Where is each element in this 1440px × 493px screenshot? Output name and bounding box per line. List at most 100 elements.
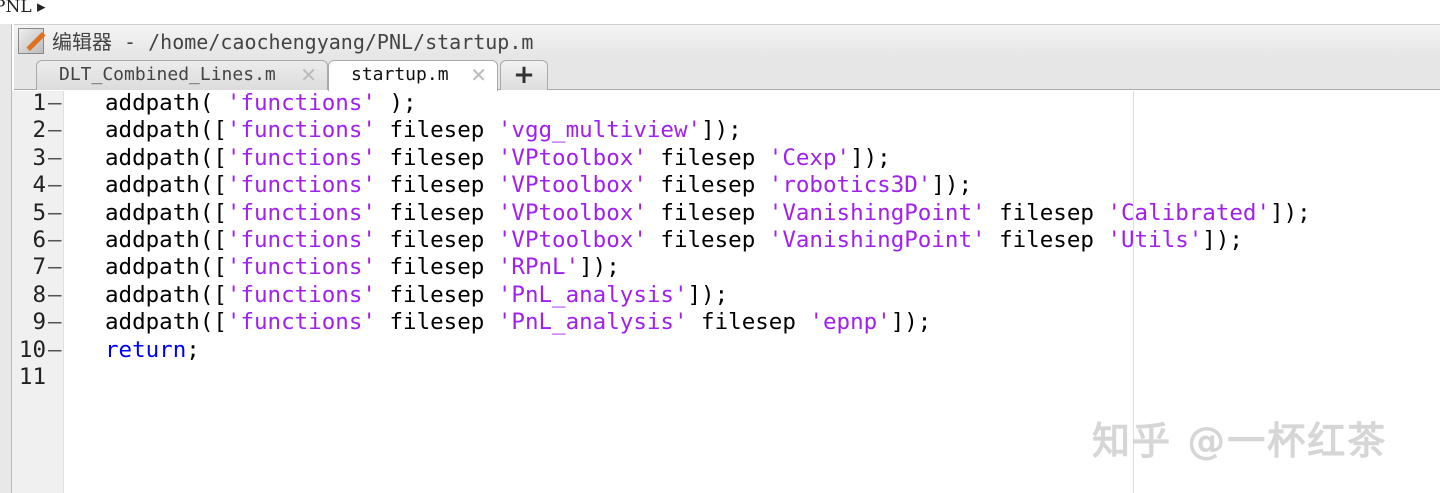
code-token: ]);: [701, 117, 742, 144]
code-editor[interactable]: [64, 91, 1440, 493]
code-text: addpath(['functions' filesep 'vgg_multiv…: [105, 117, 742, 145]
line-number: 3: [32, 144, 46, 171]
code-token: addpath([: [105, 144, 227, 171]
breakpoint-marker[interactable]: –: [48, 336, 62, 363]
editor-pencil-icon: [18, 27, 44, 54]
code-line[interactable]: 1–addpath( 'functions' );: [12, 90, 1440, 118]
left-panel-strip: [0, 24, 12, 493]
code-token: ]);: [687, 281, 729, 308]
code-line[interactable]: 9– addpath(['functions' filesep 'PnL_anal…: [12, 309, 1440, 337]
code-token: addpath([: [105, 309, 227, 336]
code-token: filesep: [646, 199, 769, 226]
code-text: addpath(['functions' filesep 'RPnL']);: [105, 254, 620, 282]
string-token: 'functions': [226, 90, 376, 116]
string-token: 'VPtoolbox': [497, 227, 647, 253]
code-token: ]);: [850, 144, 891, 171]
code-text: addpath( 'functions' );: [105, 90, 417, 118]
close-tab-icon[interactable]: ✕: [300, 63, 317, 87]
code-token: ]);: [890, 309, 932, 336]
code-token: addpath([: [105, 227, 227, 253]
code-line[interactable]: 6– addpath(['functions' filesep 'VPtoolbo…: [12, 227, 1440, 255]
code-line[interactable]: 4– addpath(['functions' filesep 'VPtoolbo…: [12, 172, 1440, 200]
code-token: addpath([: [105, 254, 227, 281]
string-token: 'VanishingPoint': [768, 227, 986, 253]
tab-dlt-combined-lines[interactable]: DLT_Combined_Lines.m✕: [36, 60, 328, 90]
line-number: 4: [32, 172, 46, 199]
code-token: filesep: [687, 309, 810, 336]
string-token: 'functions': [226, 254, 376, 281]
keyword-token: return: [105, 336, 187, 363]
line-number: 6: [32, 227, 46, 253]
breakpoint-marker[interactable]: –: [48, 199, 62, 226]
code-line[interactable]: 2– addpath(['functions' filesep 'vgg_mult…: [12, 117, 1440, 145]
breakpoint-marker[interactable]: –: [48, 309, 62, 336]
code-token: ]);: [1270, 199, 1311, 226]
code-text: addpath(['functions' filesep 'PnL_analys…: [105, 282, 728, 310]
code-line[interactable]: 5– addpath(['functions' filesep 'VPtoolbo…: [12, 200, 1440, 228]
breakpoint-marker[interactable]: –: [48, 117, 62, 144]
code-token: ]);: [579, 254, 620, 281]
watermark: 知乎 @一杯红茶: [1092, 419, 1388, 463]
editor-title: 编辑器 - /home/caochengyang/PNL/startup.m: [52, 30, 534, 54]
string-token: 'vgg_multiview': [497, 117, 702, 144]
code-token: filesep: [375, 144, 498, 171]
right-margin-line: [1133, 91, 1134, 493]
new-tab-button[interactable]: +: [500, 60, 548, 90]
string-token: 'functions': [226, 117, 376, 144]
breakpoint-marker[interactable]: –: [48, 281, 62, 308]
code-token: filesep: [375, 281, 498, 308]
string-token: 'VPtoolbox': [497, 199, 647, 226]
code-text: addpath(['functions' filesep 'VPtoolbox'…: [105, 145, 891, 173]
string-token: 'functions': [226, 309, 376, 336]
code-token: filesep: [375, 117, 498, 144]
code-token: filesep: [646, 227, 769, 253]
string-token: 'Calibrated': [1107, 199, 1271, 226]
code-line[interactable]: 10–return;: [12, 337, 1440, 365]
code-token: filesep: [985, 227, 1108, 253]
line-number: 5: [32, 199, 46, 226]
code-token: addpath(: [105, 90, 227, 116]
code-line[interactable]: 8– addpath(['functions' filesep 'PnL_anal…: [12, 282, 1440, 310]
code-token: filesep: [646, 172, 769, 199]
line-number: 8: [32, 281, 46, 308]
breakpoint-marker[interactable]: –: [48, 90, 62, 116]
code-line[interactable]: 3– addpath(['functions' filesep 'VPtoolbo…: [12, 145, 1440, 173]
string-token: 'functions': [226, 281, 376, 308]
breakpoint-marker[interactable]: –: [48, 172, 62, 199]
code-text: addpath(['functions' filesep 'VPtoolbox'…: [105, 227, 1243, 255]
string-token: 'functions': [226, 172, 376, 199]
breadcrumb[interactable]: PNL ▸: [0, 0, 1440, 22]
code-text: return;: [105, 337, 200, 365]
line-number-gutter: [12, 91, 64, 493]
line-number: 7: [32, 254, 46, 281]
breakpoint-marker[interactable]: –: [48, 144, 62, 171]
code-token: filesep: [375, 309, 498, 336]
tab-startup[interactable]: startup.m✕: [328, 60, 498, 91]
code-token: filesep: [375, 254, 498, 281]
code-line[interactable]: 11: [12, 364, 1440, 392]
code-token: filesep: [985, 199, 1108, 226]
code-token: addpath([: [105, 117, 227, 144]
close-tab-icon[interactable]: ✕: [470, 63, 487, 87]
code-text: addpath(['functions' filesep 'VPtoolbox'…: [105, 172, 972, 200]
code-token: ;: [186, 336, 200, 363]
string-token: 'PnL_analysis': [497, 281, 688, 308]
string-token: 'epnp': [809, 309, 891, 336]
code-text: addpath(['functions' filesep 'PnL_analys…: [105, 309, 931, 337]
code-token: filesep: [375, 227, 498, 253]
string-token: 'robotics3D': [768, 172, 932, 199]
line-number: 9: [32, 309, 46, 336]
string-token: 'PnL_analysis': [497, 309, 688, 336]
editor-titlebar: 编辑器 - /home/caochengyang/PNL/startup.m: [14, 24, 1440, 56]
breakpoint-marker[interactable]: –: [48, 227, 62, 253]
string-token: 'VPtoolbox': [497, 172, 647, 199]
string-token: 'VanishingPoint': [768, 199, 986, 226]
line-number: 2: [32, 117, 46, 144]
breakpoint-marker[interactable]: –: [48, 254, 62, 281]
string-token: 'Utils': [1107, 227, 1203, 253]
code-text: addpath(['functions' filesep 'VPtoolbox'…: [105, 200, 1311, 228]
string-token: 'VPtoolbox': [497, 144, 647, 171]
code-token: filesep: [375, 199, 498, 226]
string-token: 'functions': [226, 227, 376, 253]
code-line[interactable]: 7– addpath(['functions' filesep 'RPnL']);: [12, 254, 1440, 282]
